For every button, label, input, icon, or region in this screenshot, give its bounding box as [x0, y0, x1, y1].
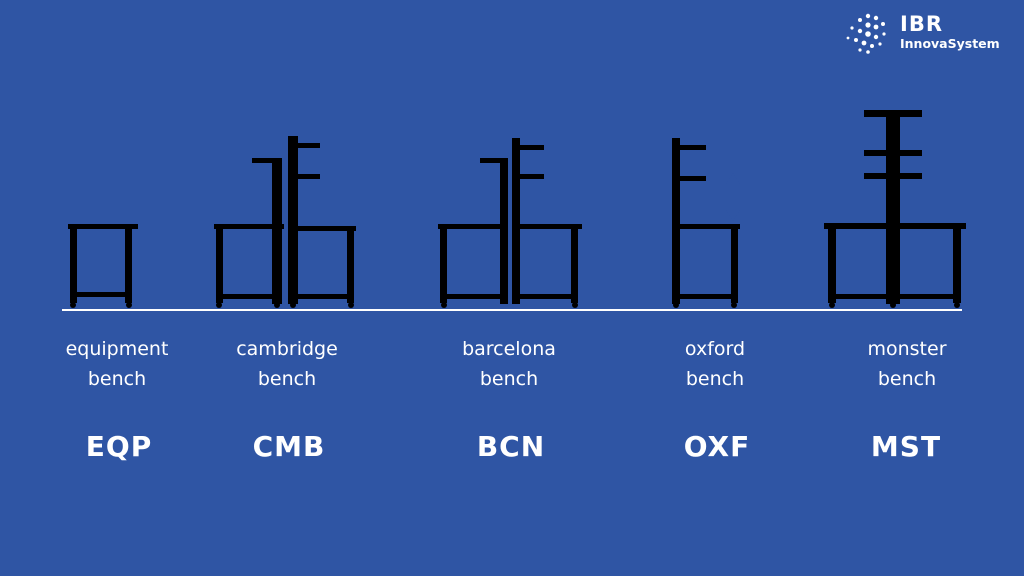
cambridge-bench-silhouette — [214, 136, 356, 308]
brand-name: IBR — [900, 12, 943, 36]
bench-name: monster — [867, 338, 947, 360]
bench-type: bench — [87, 368, 147, 390]
oxford-bench-silhouette — [672, 138, 740, 308]
bench-type: bench — [685, 368, 745, 390]
bench-label-oxford: oxford bench — [625, 334, 805, 394]
bench-name: cambridge — [236, 338, 338, 360]
brand-subtitle: InnovaSystem — [900, 36, 1000, 51]
height-adjust-arrow-icon — [726, 173, 740, 221]
bench-type: bench — [479, 368, 539, 390]
bench-code-oxf: OXF — [683, 430, 751, 463]
bench-label-cambridge: cambridge bench — [197, 334, 377, 394]
bench-label-monster: monster bench — [817, 334, 997, 394]
brand-logo: IBR InnovaSystem — [842, 10, 1022, 60]
bench-name: oxford — [684, 338, 746, 360]
monster-bench-silhouette — [824, 110, 966, 308]
bench-name: equipment — [65, 338, 169, 360]
equipment-bench-silhouette — [68, 224, 138, 308]
bench-label-barcelona: barcelona bench — [419, 334, 599, 394]
bench-name: barcelona — [462, 338, 556, 360]
bench-type: bench — [877, 368, 937, 390]
bench-code-bcn: BCN — [476, 430, 546, 463]
bench-type: bench — [257, 368, 317, 390]
bench-code-eqp: EQP — [85, 430, 153, 463]
bench-code-mst: MST — [870, 430, 942, 463]
dot-cluster-icon — [846, 13, 886, 54]
bench-label-equipment: equipment bench — [27, 334, 207, 394]
barcelona-bench-silhouette — [438, 138, 582, 308]
bench-code-cmb: CMB — [252, 430, 326, 463]
